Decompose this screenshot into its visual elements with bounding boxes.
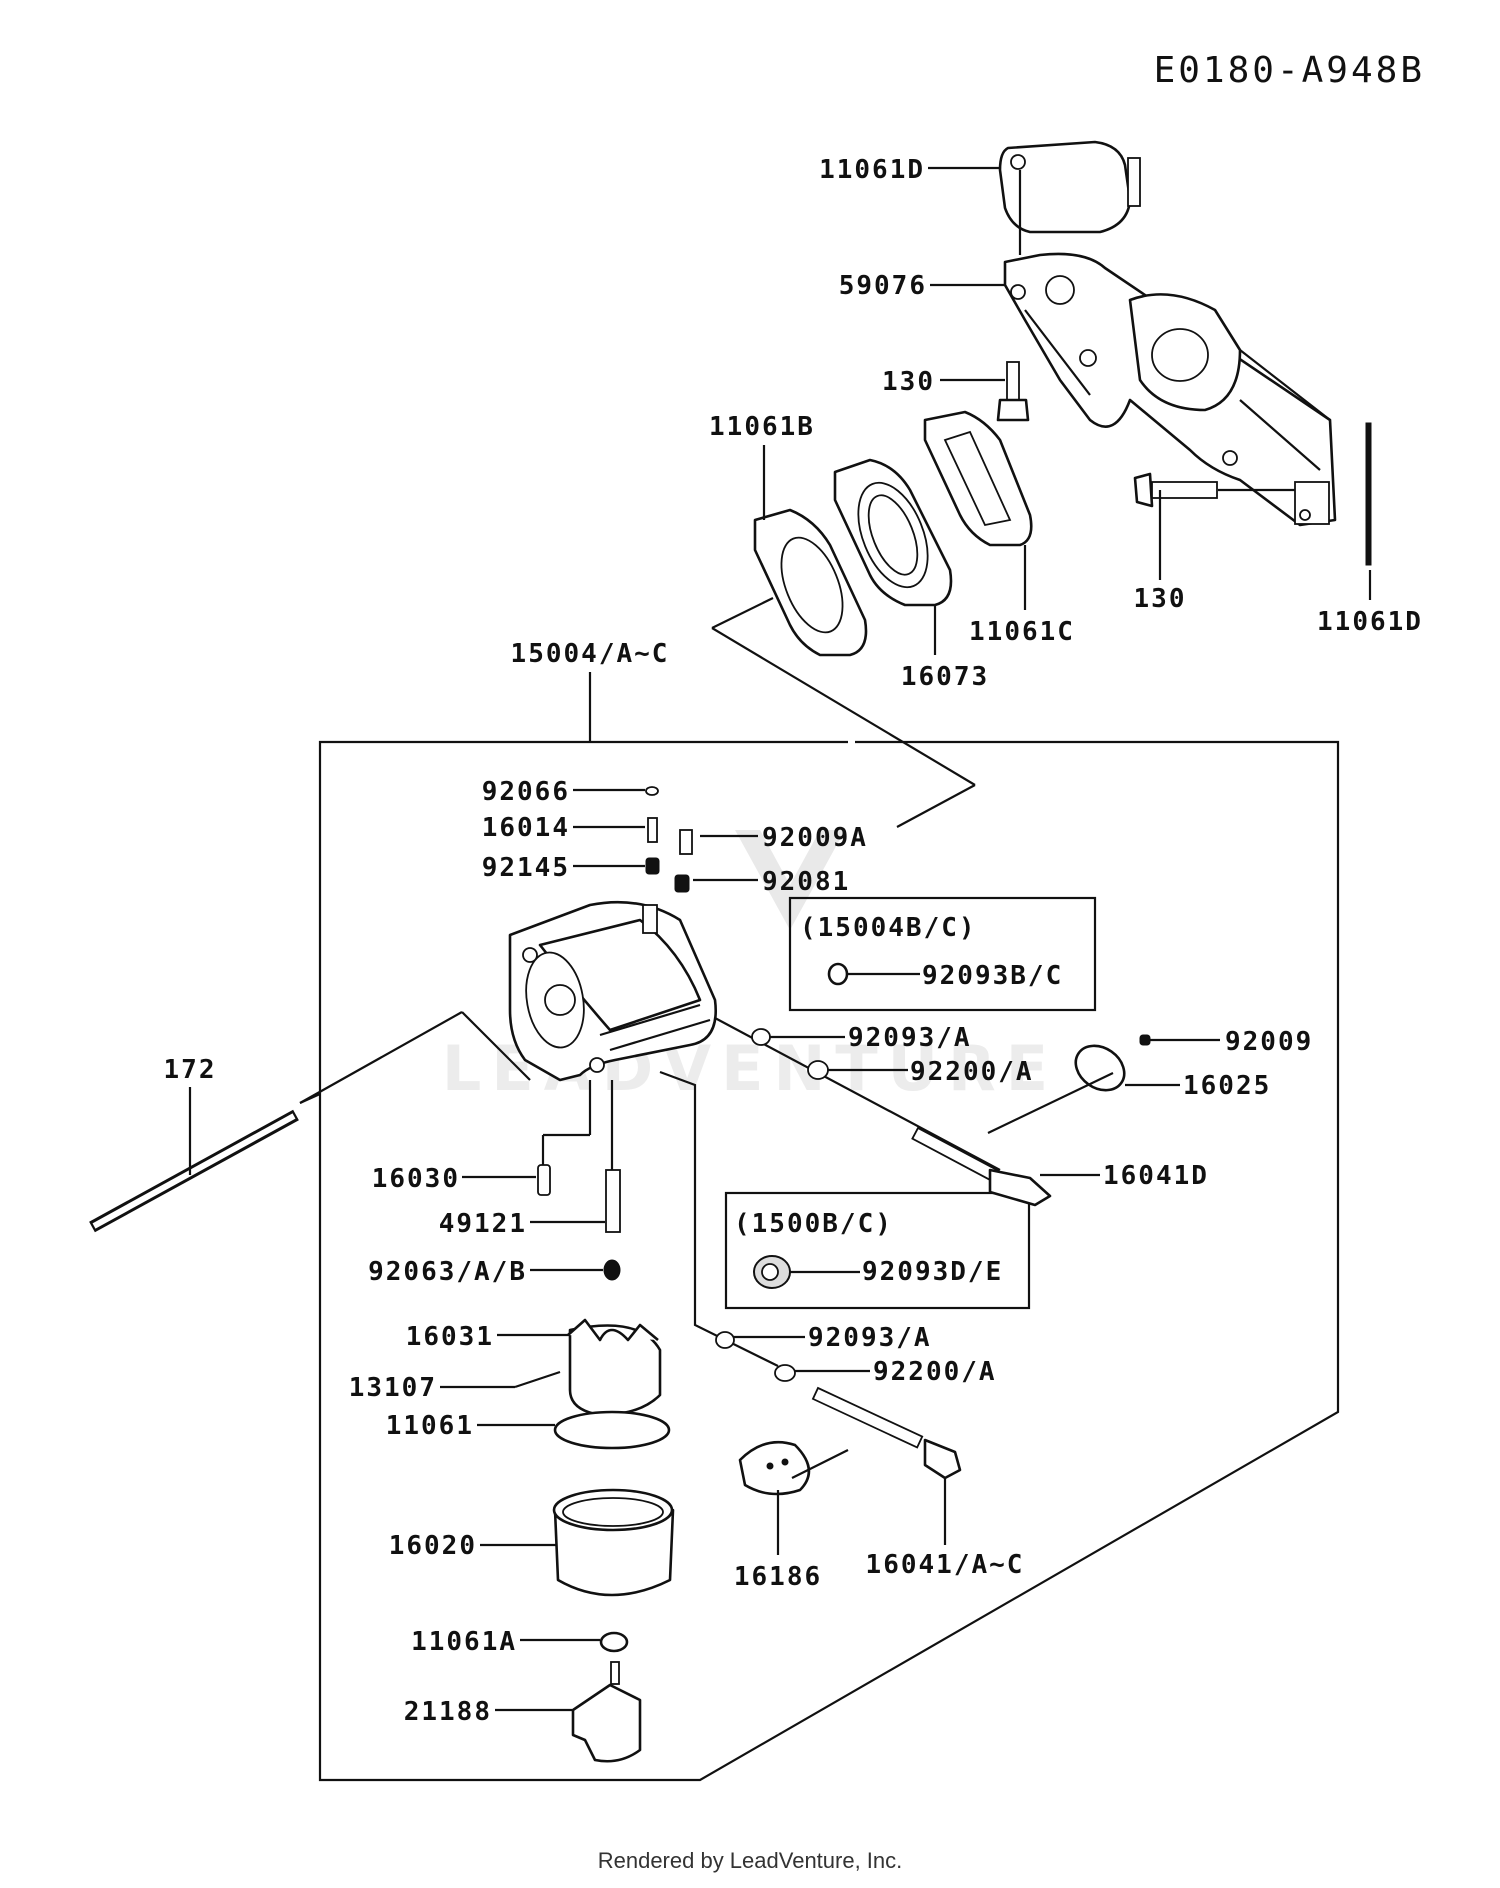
callout-92009: 92009: [1225, 1027, 1313, 1057]
callout-92200a-lower: 92200/A: [873, 1357, 997, 1387]
callout-16031: 16031: [406, 1322, 494, 1352]
callout-11061d-side: 11061D: [1317, 607, 1423, 637]
callout-59076: 59076: [839, 271, 927, 301]
callout-11061: 11061: [386, 1411, 474, 1441]
insulator-16073: [833, 458, 953, 607]
gasket-11061b: [753, 508, 868, 657]
carburetor-body: [508, 900, 717, 1082]
callout-92063: 92063/A/B: [368, 1257, 527, 1287]
footer-credit: Rendered by LeadVenture, Inc.: [598, 1848, 903, 1873]
callout-16073: 16073: [901, 662, 989, 692]
diagram-code: E0180-A948B: [1154, 50, 1425, 91]
callout-49121: 49121: [439, 1209, 527, 1239]
choke-shaft: [659, 1070, 962, 1496]
inset-box-2-part: 92093D/E: [862, 1257, 1003, 1287]
callout-16041: 16041/A~C: [866, 1550, 1025, 1580]
callout-172: 172: [164, 1055, 217, 1085]
stud-172: [89, 1109, 299, 1233]
inset-box-1: (15004B/C) 92093B/C: [788, 896, 1097, 1012]
throttle-shaft: [714, 1017, 1151, 1207]
seal-part: [753, 1255, 791, 1289]
callout-130-b: 130: [1134, 584, 1187, 614]
callout-92200a-upper: 92200/A: [910, 1057, 1034, 1087]
fuel-solenoid-21188: [571, 1661, 642, 1763]
leader-lines: [188, 166, 1372, 1712]
callout-16030: 16030: [372, 1164, 460, 1194]
gasket-11061d-edge: [1365, 422, 1372, 566]
small-parts-top: [645, 786, 693, 893]
callout-labels: 11061D 59076 130 11061B 130 11061D 11061…: [164, 155, 1423, 1727]
callout-16025: 16025: [1183, 1071, 1271, 1101]
callout-11061a: 11061A: [411, 1627, 517, 1657]
callout-130-a: 130: [882, 367, 935, 397]
callout-92009a: 92009A: [762, 823, 868, 853]
callout-92066: 92066: [482, 777, 570, 807]
callout-11061d-top: 11061D: [819, 155, 925, 185]
callout-16041d: 16041D: [1103, 1161, 1209, 1191]
inset-box-1-part: 92093B/C: [922, 961, 1063, 991]
callout-11061c: 11061C: [969, 617, 1075, 647]
gasket-11061c: [923, 410, 1033, 547]
inset-box-1-title: (15004B/C): [800, 913, 977, 943]
callout-92093a-upper: 92093/A: [848, 1023, 972, 1053]
float-bowl-16020: [552, 1488, 675, 1597]
jet-parts: [537, 1080, 621, 1281]
inset-box-2: (1500B/C) 92093D/E: [724, 1191, 1031, 1310]
oring-11061a: [599, 1631, 629, 1653]
bolt-130-horizontal: [1133, 472, 1218, 508]
callout-92081: 92081: [762, 867, 850, 897]
assembly-bracket: [318, 672, 1340, 1782]
callout-16020: 16020: [389, 1531, 477, 1561]
callout-92145: 92145: [482, 853, 570, 883]
callout-15004: 15004/A~C: [511, 639, 670, 669]
oring-11061: [553, 1410, 671, 1450]
callout-11061b: 11061B: [709, 412, 815, 442]
callout-16186: 16186: [734, 1562, 822, 1592]
bolt-130-vertical: [996, 361, 1030, 422]
callout-16014: 16014: [482, 813, 570, 843]
callout-13107: 13107: [349, 1373, 437, 1403]
callout-92093a-lower: 92093/A: [808, 1323, 932, 1353]
shim-part: [827, 962, 849, 986]
callout-21188: 21188: [404, 1697, 492, 1727]
inset-box-2-title: (1500B/C): [734, 1209, 893, 1239]
gasket-11061d-top: [998, 140, 1141, 234]
float-16031: [514, 1318, 662, 1417]
intake-manifold: [1003, 252, 1337, 527]
